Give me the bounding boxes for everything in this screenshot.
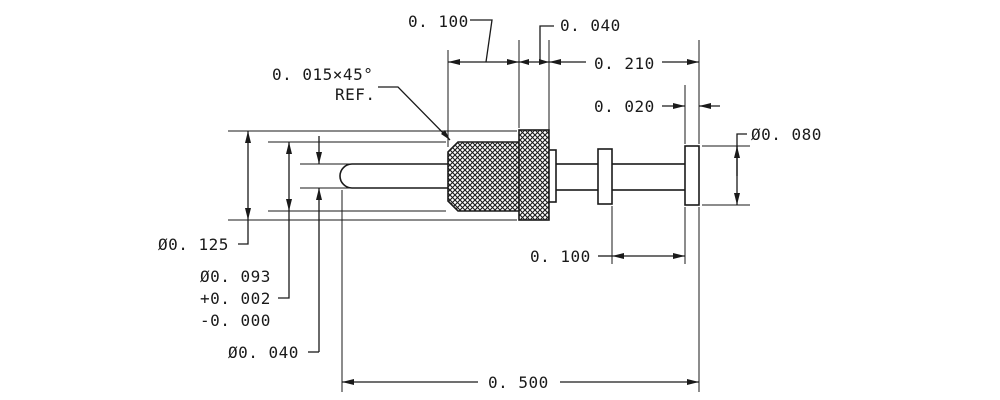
chamfer-ref-label: REF. — [335, 85, 376, 104]
knurled-head — [447, 141, 521, 212]
head-diameter-label: Ø0. 125 — [158, 235, 229, 254]
tail-length-label: 0. 210 — [594, 54, 655, 73]
pin-body — [339, 163, 448, 189]
flange-thickness-label: 0. 040 — [560, 16, 621, 35]
end-collar — [684, 145, 700, 206]
shaft — [553, 163, 687, 191]
head-length-label: 0. 100 — [408, 12, 469, 31]
middle-collar — [597, 148, 613, 205]
mount-tol-minus-label: -0. 000 — [200, 311, 271, 330]
knurled-flange — [518, 129, 550, 221]
pin-diameter-label: Ø0. 040 — [228, 343, 299, 362]
collar-spacing-label: 0. 100 — [530, 247, 591, 266]
mount-tol-plus-label: +0. 002 — [200, 289, 271, 308]
chamfer-label: 0. 015×45° — [272, 65, 373, 84]
part-outline — [339, 129, 700, 221]
overall-length-label: 0. 500 — [488, 373, 549, 392]
dimension-labels: 0. 100 0. 040 0. 210 0. 020 Ø0. 080 0. 0… — [158, 12, 822, 392]
end-diameter-label: Ø0. 080 — [751, 125, 822, 144]
mount-diameter-label: Ø0. 093 — [200, 267, 271, 286]
end-collar-thickness-label: 0. 020 — [594, 97, 655, 116]
dimension-lines — [228, 19, 750, 392]
